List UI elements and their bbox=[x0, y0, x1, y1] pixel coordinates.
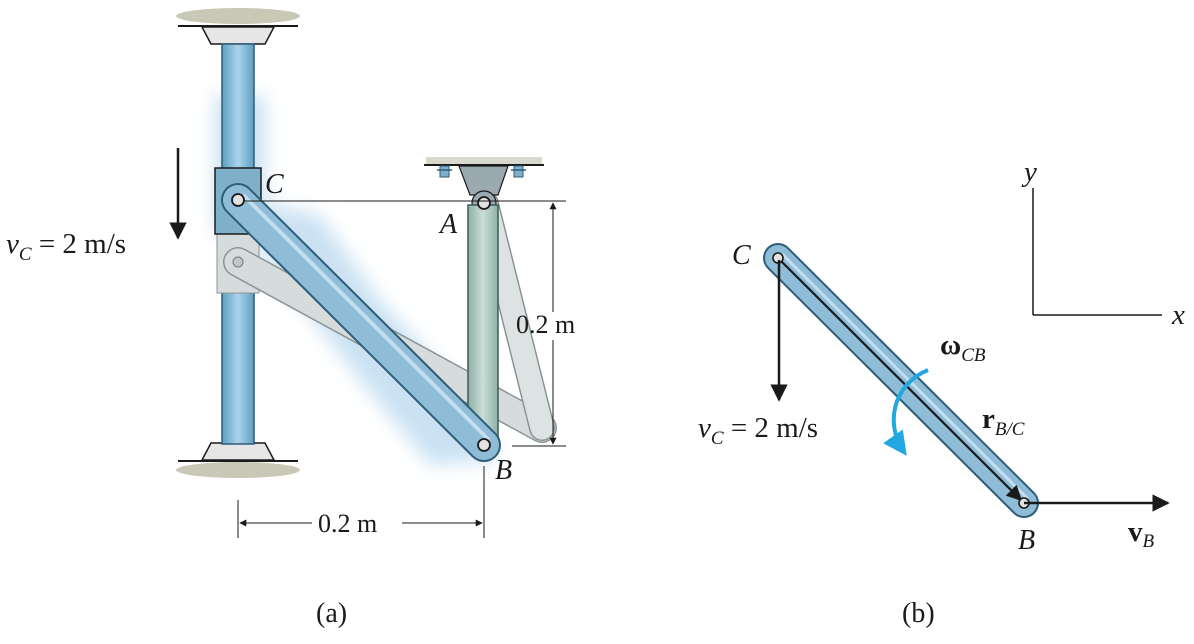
velocity-label-vC-a: vC = 2 m/s bbox=[6, 228, 126, 265]
angular-velocity-label: ωCB bbox=[940, 329, 986, 366]
label-C-b: C bbox=[732, 240, 751, 271]
pin-C bbox=[231, 193, 245, 207]
label-C-a: C bbox=[265, 169, 284, 200]
caption-b: (b) bbox=[902, 598, 935, 629]
ceiling-mount-A bbox=[424, 157, 544, 216]
dimension-vertical-label: 0.2 m bbox=[516, 310, 575, 339]
figure-a: 0.2 m 0.2 m vC = 2 m/s C A B (a) bbox=[6, 8, 575, 629]
position-vector-label: rB/C bbox=[982, 403, 1025, 440]
dimension-horizontal bbox=[237, 466, 485, 538]
velocity-label-vC-b: vC = 2 m/s bbox=[698, 412, 818, 449]
caption-a: (a) bbox=[316, 598, 347, 629]
label-B-a: B bbox=[495, 455, 512, 486]
free-body-link-CB bbox=[763, 243, 1039, 518]
pin-B bbox=[477, 438, 491, 452]
dimension-horizontal-label: 0.2 m bbox=[318, 509, 377, 538]
axis-y-label: y bbox=[1021, 156, 1037, 188]
pin-A bbox=[477, 196, 491, 210]
velocity-label-vB: vB bbox=[1128, 516, 1155, 552]
link-CB bbox=[221, 183, 501, 462]
angular-velocity-arrow bbox=[883, 368, 929, 456]
floor-support-bottom bbox=[176, 442, 300, 478]
figure-b: vC = 2 m/s vB ωCB rB/C y x C B (b) bbox=[698, 156, 1185, 629]
axis-x-label: x bbox=[1171, 299, 1185, 331]
label-A: A bbox=[438, 209, 458, 240]
label-B-b: B bbox=[1018, 525, 1035, 556]
dimension-vertical bbox=[512, 202, 566, 447]
ceiling-support-top bbox=[176, 8, 300, 45]
position-vector-rBC bbox=[778, 258, 1023, 502]
rocker-AB bbox=[467, 204, 499, 446]
coordinate-axes bbox=[1032, 188, 1162, 316]
